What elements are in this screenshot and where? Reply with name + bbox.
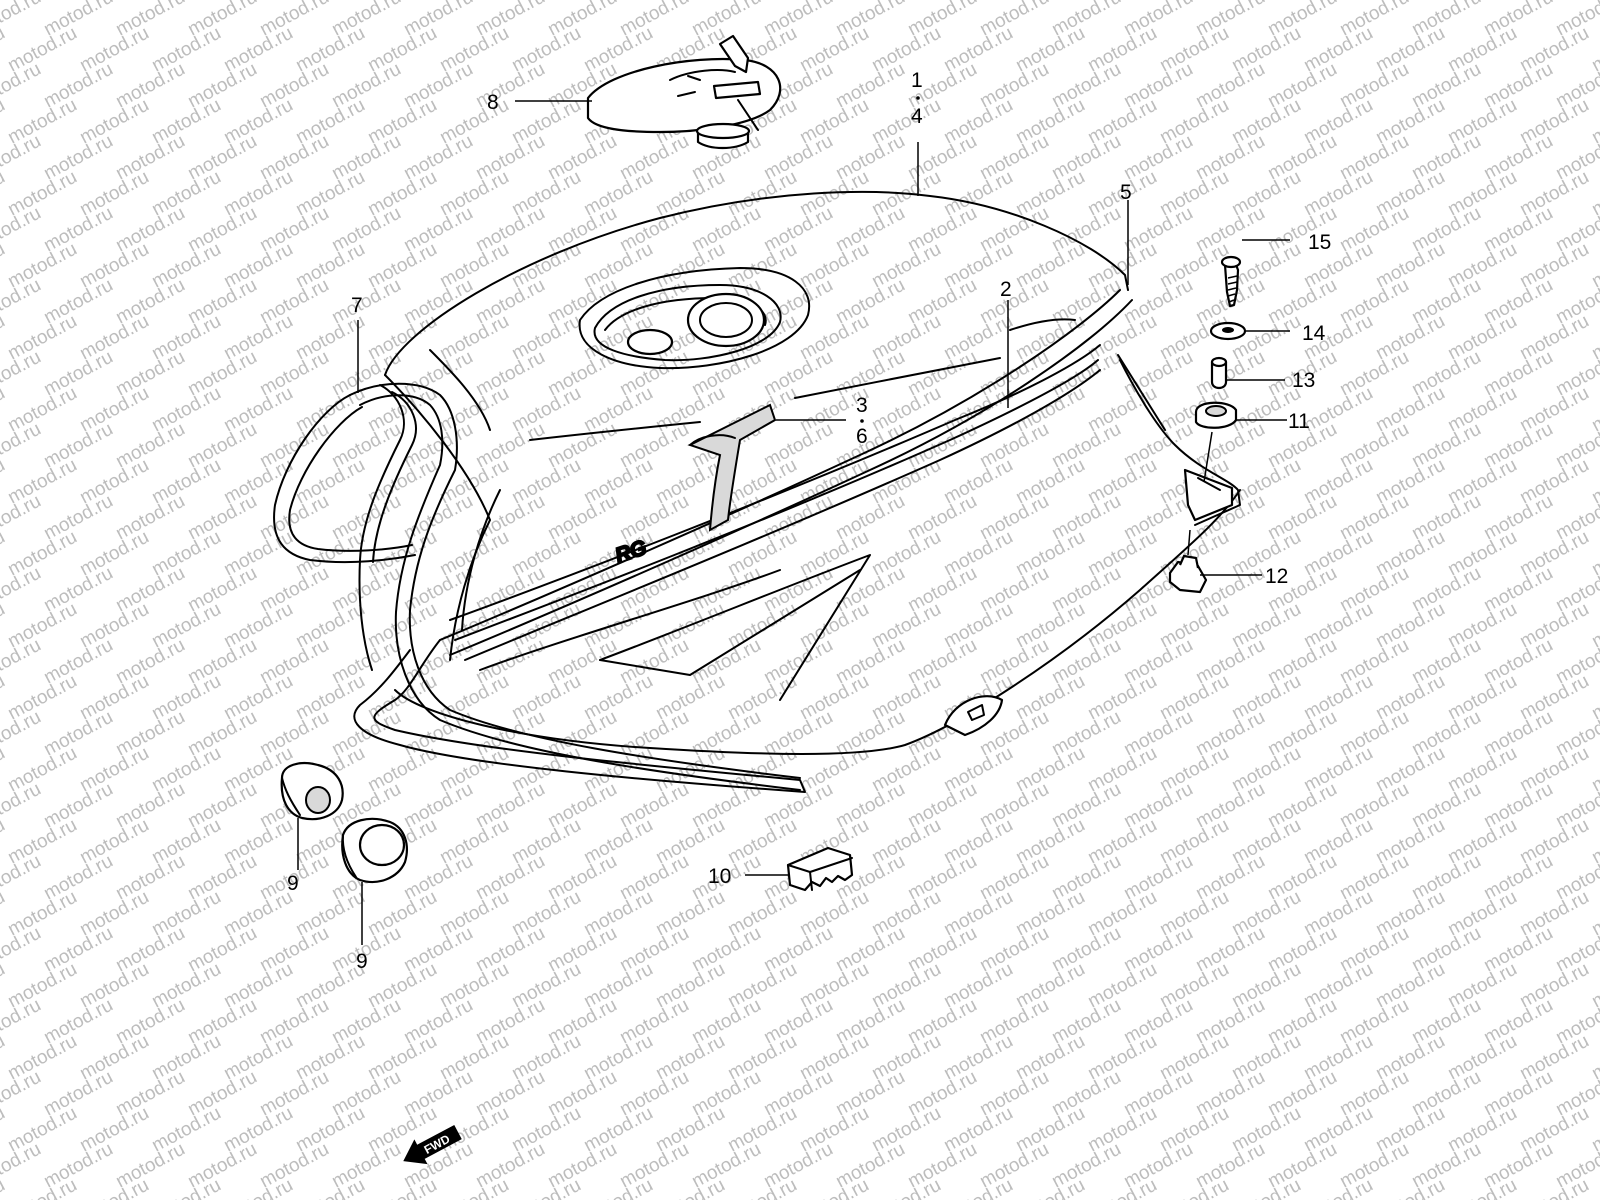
watermark-text: motod.ru — [0, 923, 45, 977]
watermark-text: motod.ru — [0, 995, 45, 1049]
watermark-text: motod.ru — [1588, 887, 1600, 941]
watermark-text: motod.ru — [1588, 959, 1600, 1013]
watermark-text: motod.ru — [1588, 239, 1600, 293]
callout-7: 7 — [351, 294, 363, 317]
callout-2: 2 — [1000, 278, 1012, 301]
watermark-text: motod.ru — [1588, 815, 1600, 869]
watermark-text: motod.ru — [0, 347, 45, 401]
watermark-text: motod.ru — [0, 23, 9, 77]
callout-12: 12 — [1265, 565, 1288, 588]
callout-numbers: 1 4 2 5 7 8 3 6 9 9 10 11 12 13 14 15 — [287, 69, 1331, 973]
grommet-a — [280, 761, 344, 821]
watermark-text: motod.ru — [0, 563, 45, 617]
watermark-text: motod.ru — [0, 887, 9, 941]
watermark-text: motod.ru — [1588, 1031, 1600, 1085]
watermark-text: motod.ru — [0, 1139, 45, 1193]
watermark-text: motod.ru — [1588, 383, 1600, 437]
callout-14: 14 — [1302, 322, 1326, 345]
watermark-text: motod.ru — [0, 311, 9, 365]
watermark-text: motod.ru — [0, 851, 45, 905]
watermark-text: motod.ru — [1588, 1175, 1600, 1200]
watermark-text: motod.ru — [0, 1175, 9, 1200]
fuel-cap — [586, 34, 782, 150]
watermark-text: motod.ru — [1588, 743, 1600, 797]
watermark-text: motod.ru — [0, 743, 9, 797]
watermark-text: motod.ru — [0, 1031, 9, 1085]
nut — [1168, 554, 1208, 594]
bolt — [1220, 255, 1242, 308]
callout-5: 5 — [1120, 181, 1132, 204]
watermark-text: motod.ru — [0, 671, 9, 725]
callout-9a: 9 — [287, 872, 299, 895]
watermark-text: motod.ru — [1588, 671, 1600, 725]
callout-13: 13 — [1292, 369, 1315, 392]
callout-6: 6 — [856, 425, 868, 448]
washer — [1209, 321, 1247, 341]
watermark-text: motod.ru — [0, 1103, 9, 1157]
watermark-text: motod.ru — [0, 383, 9, 437]
watermark-text: motod.ru — [0, 0, 45, 40]
watermark-text: motod.ru — [0, 635, 45, 689]
watermark-text: motod.ru — [0, 959, 9, 1013]
stripe-tape — [353, 289, 1133, 793]
watermark-text: motod.ru — [0, 203, 45, 257]
callout-3: 3 — [856, 394, 868, 417]
watermark-text: motod.ru — [1588, 599, 1600, 653]
collar — [1210, 356, 1228, 390]
watermark-text: motod.ru — [1588, 1103, 1600, 1157]
watermark-text: motod.ru — [0, 95, 9, 149]
watermark-text: motod.ru — [0, 239, 9, 293]
tank-pad — [273, 382, 801, 791]
cushion-mount — [1194, 401, 1238, 429]
leader-lines — [297, 96, 1290, 945]
callout-11: 11 — [1288, 410, 1310, 433]
callout-8: 8 — [487, 91, 499, 114]
watermark-text: motod.ru — [0, 491, 45, 545]
watermark-text: motod.ru — [1588, 455, 1600, 509]
watermark-text: motod.ru — [0, 779, 45, 833]
watermark-text: motod.ru — [0, 59, 45, 113]
watermark-text: motod.ru — [1588, 527, 1600, 581]
watermark-text: motod.ru — [0, 1067, 45, 1121]
callout-4: 4 — [911, 105, 923, 128]
watermark-text: motod.ru — [0, 419, 45, 473]
watermark-text: motod.ru — [0, 815, 9, 869]
watermark-text: motod.ru — [0, 275, 45, 329]
callout-10: 10 — [708, 865, 731, 888]
watermark-text: motod.ru — [0, 455, 9, 509]
watermark-text: motod.ru — [1588, 167, 1600, 221]
fuel-tank — [384, 190, 1241, 755]
cushion — [786, 846, 854, 892]
watermark-text: motod.ru — [0, 707, 45, 761]
callout-15: 15 — [1308, 231, 1331, 254]
watermark-text: motod.ru — [0, 131, 45, 185]
callout-1: 1 — [911, 69, 923, 92]
watermark-text: motod.ru — [0, 167, 9, 221]
watermark-text: motod.ru — [1588, 23, 1600, 77]
watermark-text: motod.ru — [0, 599, 9, 653]
grommet-b — [341, 817, 408, 884]
watermark-text: motod.ru — [1588, 95, 1600, 149]
watermark-text: motod.ru — [0, 527, 9, 581]
callout-9b: 9 — [356, 950, 368, 973]
watermark-text: motod.ru — [1588, 311, 1600, 365]
